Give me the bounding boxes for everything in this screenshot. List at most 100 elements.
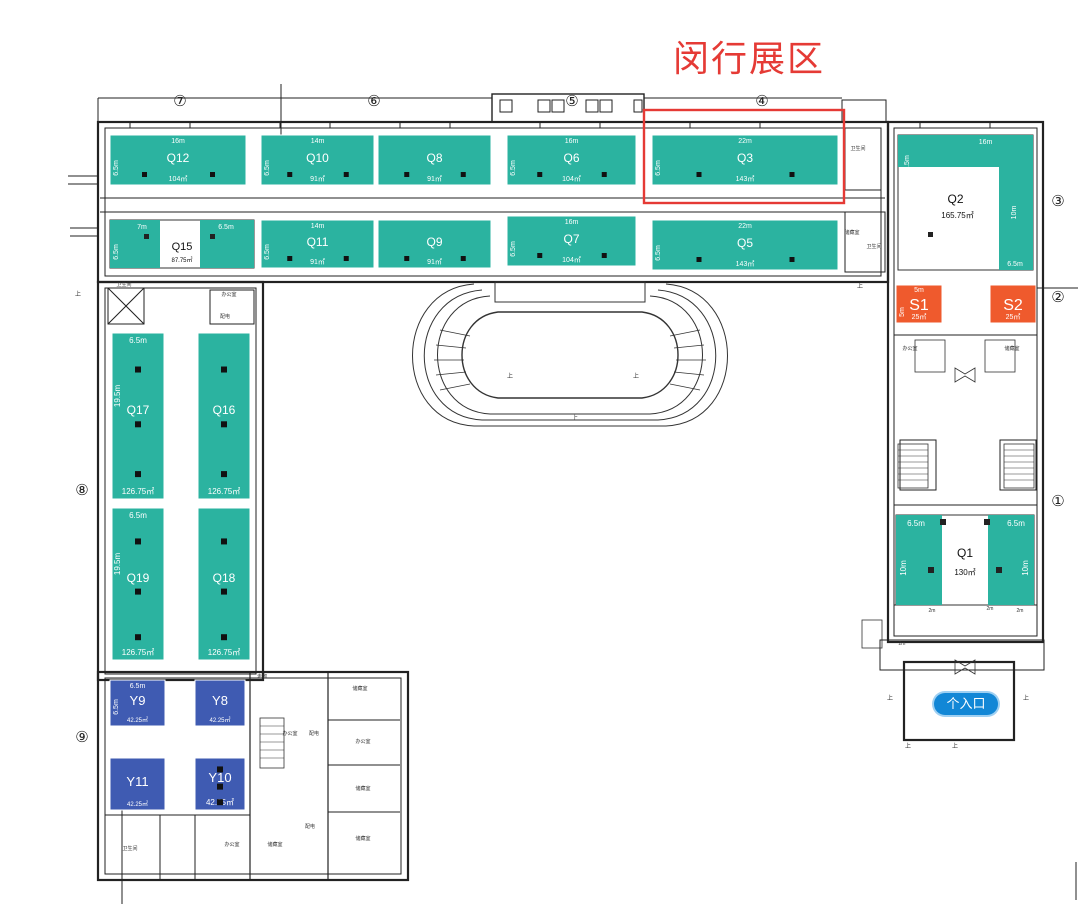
- marker: [696, 257, 702, 262]
- room-area: 104㎡: [562, 175, 581, 183]
- axis-marker: ⑥: [367, 93, 380, 110]
- room-shape: [989, 284, 1037, 324]
- service-room-label: 办公室: [282, 730, 297, 737]
- room-id: Q2: [947, 192, 963, 206]
- axis-marker: ⑨: [75, 729, 88, 746]
- marker: [142, 172, 147, 177]
- stair-up-label: 上: [1023, 694, 1029, 702]
- axis-marker: ④: [755, 93, 768, 110]
- marker: [287, 256, 293, 261]
- entrance-button[interactable]: 个入口: [934, 693, 998, 715]
- room-shape: [109, 679, 166, 727]
- axis-marker: ⑦: [173, 93, 186, 110]
- room-width: 22m: [738, 223, 752, 230]
- room-width: 6.5m: [907, 519, 925, 528]
- marker: [221, 588, 227, 595]
- room-shape: [506, 134, 637, 186]
- room-depth: 5m: [899, 307, 906, 317]
- axis-marker: ⑧: [75, 482, 88, 499]
- marker: [984, 519, 990, 525]
- service-room-label: 配电: [309, 730, 319, 737]
- room-area: 126.75㎡: [122, 648, 154, 657]
- room-id: S2: [1003, 297, 1023, 314]
- service-room-label: 储藏室: [355, 835, 370, 842]
- room-shape: [200, 220, 254, 268]
- service-room-label: 卫生间: [866, 243, 881, 250]
- room-area: 91㎡: [310, 175, 325, 183]
- room-id: Y11: [126, 774, 148, 789]
- room-depth: 6.5m: [113, 160, 120, 176]
- marker: [217, 799, 223, 806]
- room-shape: [895, 284, 943, 324]
- room-id: Q15: [172, 241, 193, 253]
- room-area: 165.75㎡: [941, 211, 973, 220]
- service-room-label: 走廊: [257, 673, 267, 680]
- room-shape: [109, 757, 166, 811]
- service-room-label: 2m: [929, 608, 936, 614]
- marker: [343, 256, 349, 261]
- room-area: 91㎡: [427, 175, 442, 183]
- service-room-label: 卫生间: [850, 145, 865, 152]
- marker: [996, 567, 1002, 573]
- room-id: Q5: [737, 236, 753, 250]
- room-width: 14m: [311, 223, 325, 230]
- stair-up-label: 上: [572, 414, 578, 422]
- room-shape: [896, 515, 942, 605]
- room-area: 104㎡: [169, 175, 188, 183]
- service-room-label: 办公室: [221, 291, 236, 298]
- marker: [135, 588, 141, 595]
- marker: [135, 538, 141, 545]
- marker: [221, 634, 227, 641]
- room-width: 5m: [914, 287, 924, 294]
- axis-marker: ③: [1051, 193, 1064, 210]
- service-room-label: 储藏室: [1004, 345, 1019, 352]
- room-id: Q16: [213, 403, 236, 417]
- service-room-label: 办公室: [224, 841, 239, 848]
- room-width: 16m: [565, 138, 579, 145]
- marker: [221, 471, 227, 478]
- room-area: 42.25㎡: [127, 716, 148, 724]
- room-shape: [260, 134, 375, 186]
- room-shape: [260, 219, 375, 269]
- stair-up-label: 上: [75, 290, 81, 298]
- service-room-label: 储藏室: [352, 685, 367, 692]
- room-shape: [194, 679, 246, 727]
- room-area: 143㎡: [736, 175, 755, 183]
- room-id: Q19: [127, 571, 150, 585]
- room-width: 6.5m: [129, 336, 147, 345]
- room-depth: 19.5m: [113, 385, 122, 408]
- service-room-label: 储藏室: [267, 841, 282, 848]
- room-area: 42.25㎡: [127, 800, 148, 808]
- room-area: 25㎡: [1006, 313, 1021, 321]
- room-shape: [988, 515, 1034, 605]
- room-y10[interactable]: Y1042.25㎡: [194, 757, 246, 811]
- room-id: Q7: [563, 232, 579, 246]
- grand-staircase: [412, 281, 728, 427]
- room-area: 130㎡: [954, 568, 975, 577]
- marker: [404, 256, 410, 261]
- room-depth: 6.5m: [113, 699, 120, 715]
- room-depth: 6.5m: [510, 241, 517, 257]
- room-y11[interactable]: Y11 42.25㎡: [109, 757, 166, 811]
